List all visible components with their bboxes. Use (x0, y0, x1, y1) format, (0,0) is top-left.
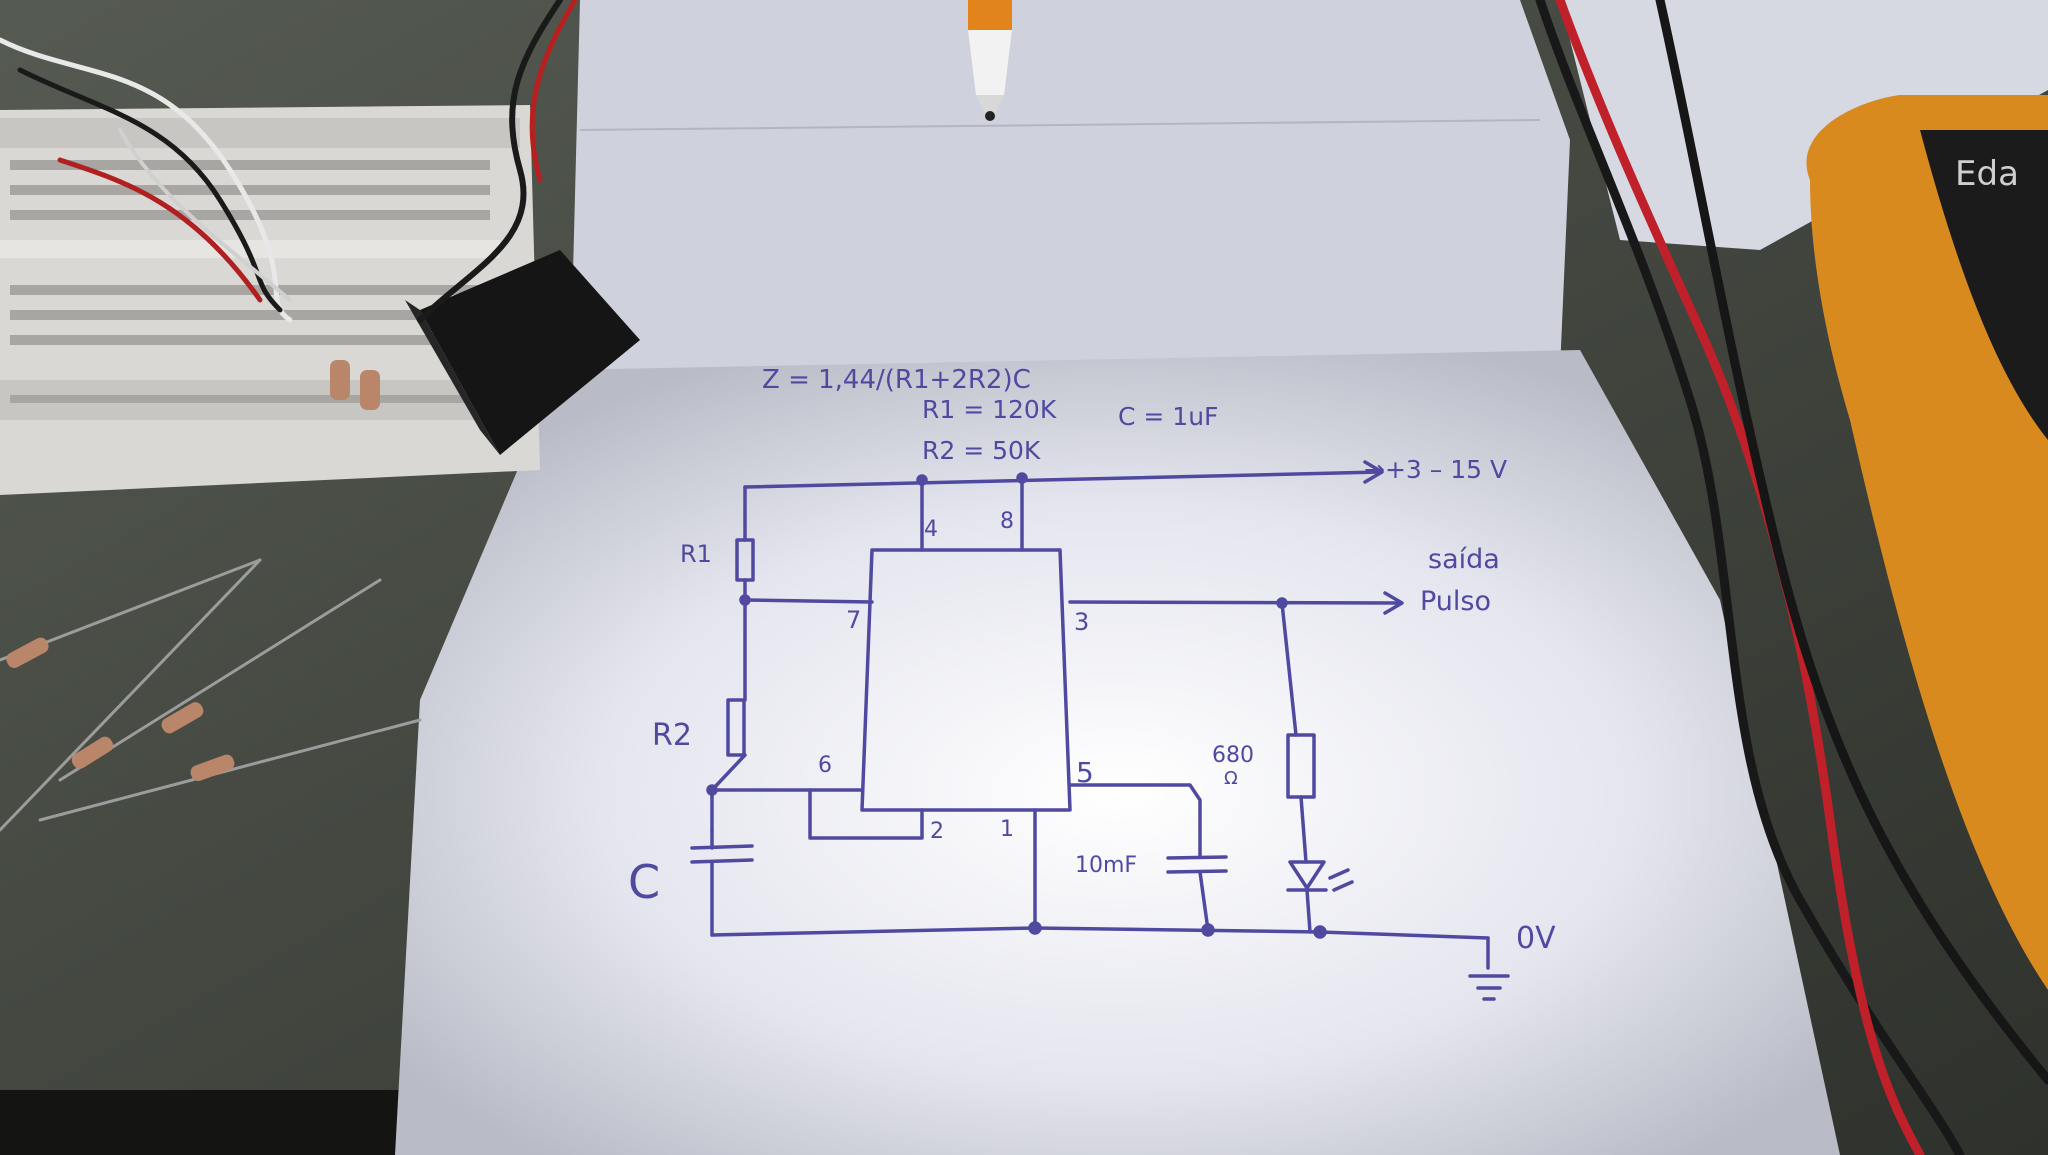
supply-label: →+3 – 15 V (1364, 455, 1507, 484)
ic-555-body (860, 548, 1072, 812)
formula-r2: R2 = 50K (922, 436, 1041, 465)
r680-unit: Ω (1224, 768, 1238, 789)
capacitor-ctrl-plate-top (1166, 855, 1228, 860)
ground-label: 0V (1516, 921, 1556, 956)
r680-label: 680 (1212, 743, 1254, 768)
paper-upper-sheet (570, 0, 1570, 390)
breadboard-wires (0, 0, 578, 323)
supply-rail (743, 470, 1382, 489)
r2-resistor (726, 698, 746, 757)
pin-5: 5 (1076, 756, 1094, 789)
pin-8: 8 (1000, 509, 1014, 534)
capacitor-c-plate-bottom (690, 858, 754, 864)
pin-2: 2 (930, 819, 944, 844)
c-label: C (628, 855, 660, 909)
schematic (690, 460, 1510, 1001)
pen (968, 0, 1012, 121)
c-ctrl-label: 10mF (1075, 853, 1137, 878)
probe-wires (1535, 0, 2048, 1155)
paper-corner-right (1560, 0, 2048, 250)
r2-label: R2 (652, 718, 692, 753)
desk-shadow-bottom (0, 1090, 420, 1155)
pin-1: 1 (1000, 817, 1014, 842)
ground-rail (710, 926, 1490, 940)
capacitor-c-plate-top (690, 844, 754, 850)
multimeter: Eda (1806, 95, 2048, 990)
pin-3: 3 (1074, 608, 1089, 636)
pin-4: 4 (924, 517, 938, 542)
formula-period: Z = 1,44/(R1+2R2)C (762, 365, 1031, 395)
supply-arrow (1363, 460, 1384, 484)
output-label-1: saída (1428, 544, 1500, 575)
paper-main-sheet (395, 350, 1840, 1155)
paper-fold (579, 119, 1541, 131)
loose-resistors (0, 360, 422, 832)
capacitor-ctrl-plate-bottom (1166, 869, 1228, 874)
output-label-2: Pulso (1420, 586, 1491, 617)
r1-label: R1 (680, 540, 712, 568)
meter-brand-label: Eda (1955, 154, 2019, 194)
pin-6: 6 (818, 753, 832, 778)
pin-7: 7 (846, 606, 861, 634)
led-diode (1288, 860, 1326, 890)
formula-c: C = 1uF (1118, 402, 1218, 431)
relay-component (420, 250, 640, 455)
formula-r1: R1 = 120K (922, 395, 1057, 424)
